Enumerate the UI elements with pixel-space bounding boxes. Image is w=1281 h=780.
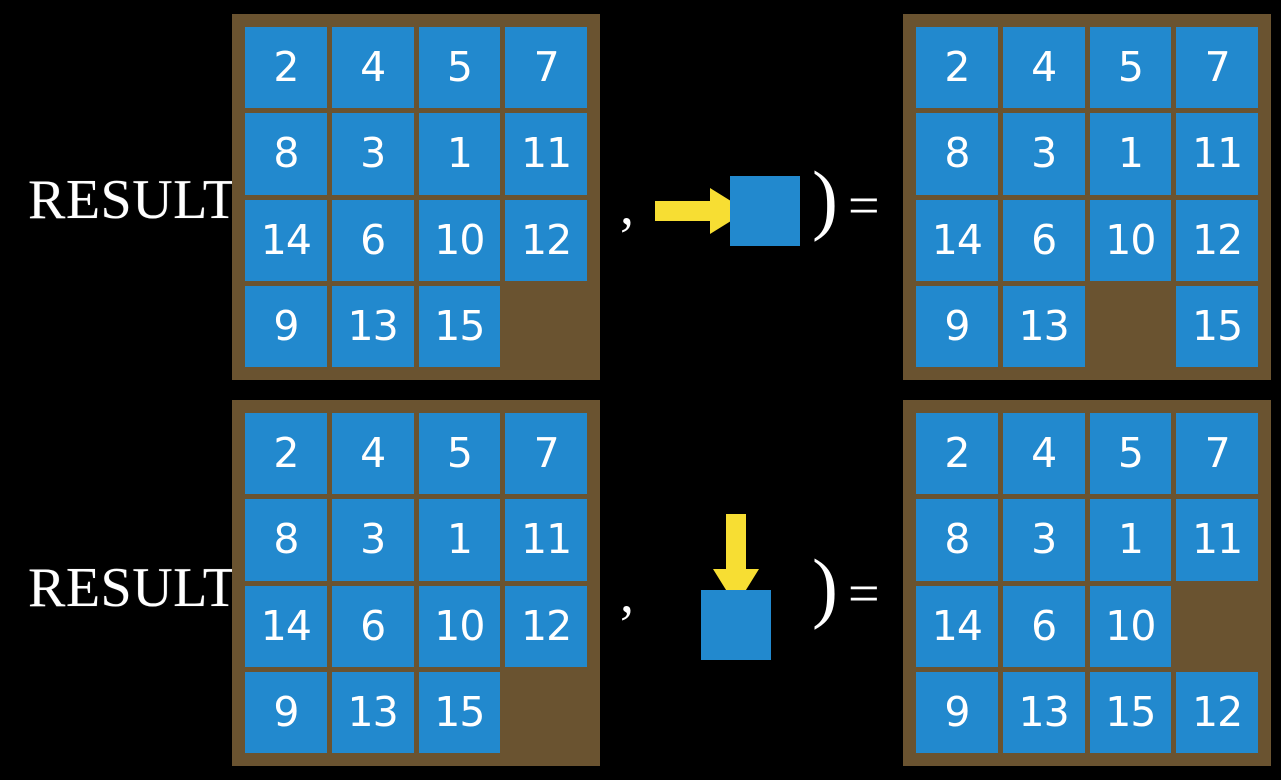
puzzle-tile[interactable]: 3 — [1002, 499, 1085, 581]
puzzle-tile[interactable]: 7 — [505, 413, 587, 495]
puzzle-tile[interactable]: 2 — [916, 27, 998, 109]
puzzle-tile[interactable]: 14 — [245, 199, 327, 281]
puzzle-tile[interactable]: 11 — [505, 499, 587, 581]
puzzle-tile[interactable]: 12 — [505, 199, 587, 281]
puzzle-tile[interactable]: 2 — [245, 413, 327, 495]
puzzle-tile[interactable]: 14 — [245, 585, 327, 667]
puzzle-tile[interactable]: 1 — [418, 113, 501, 195]
close-paren-row-2: ) — [812, 543, 838, 630]
puzzle-tile[interactable]: 1 — [1089, 499, 1172, 581]
puzzle-tile[interactable]: 3 — [331, 113, 414, 195]
puzzle-empty-slot — [1176, 586, 1258, 667]
result-label-row-2: RESULT( — [28, 557, 257, 619]
puzzle-tile[interactable]: 13 — [1002, 285, 1085, 367]
puzzle-tile[interactable]: 9 — [916, 671, 998, 753]
puzzle-tile[interactable]: 2 — [245, 27, 327, 109]
puzzle-tile[interactable]: 12 — [1176, 199, 1258, 281]
puzzle-tile[interactable]: 6 — [331, 585, 414, 667]
arrow-down-icon — [713, 514, 759, 606]
puzzle-tile[interactable]: 15 — [418, 285, 501, 367]
puzzle-tile[interactable]: 3 — [331, 499, 414, 581]
puzzle-tile[interactable]: 5 — [418, 27, 501, 109]
puzzle-tile[interactable]: 10 — [1089, 199, 1172, 281]
puzzle-tile[interactable]: 4 — [1002, 27, 1085, 109]
equals-sign-row-1: = — [848, 175, 880, 237]
puzzle-tile[interactable]: 15 — [418, 671, 501, 753]
arrow-right-icon — [655, 188, 747, 234]
puzzle-tile[interactable]: 13 — [1002, 671, 1085, 753]
equals-sign-row-2: = — [848, 563, 880, 625]
puzzle-tile[interactable]: 14 — [916, 199, 998, 281]
puzzle-tile[interactable]: 5 — [1089, 27, 1172, 109]
puzzle-tile[interactable]: 12 — [505, 585, 587, 667]
puzzle-tile[interactable]: 15 — [1089, 671, 1172, 753]
puzzle-tile[interactable]: 2 — [916, 413, 998, 495]
puzzle-tile[interactable]: 1 — [1089, 113, 1172, 195]
puzzle-tile[interactable]: 4 — [331, 413, 414, 495]
result-label-row-1: RESULT( — [28, 169, 257, 231]
puzzle-tile[interactable]: 15 — [1176, 285, 1258, 367]
puzzle-tile[interactable]: 8 — [916, 499, 998, 581]
puzzle-tile[interactable]: 7 — [1176, 413, 1258, 495]
puzzle-empty-slot — [505, 672, 587, 753]
puzzle-tile[interactable]: 10 — [418, 199, 501, 281]
puzzle-empty-slot — [505, 286, 587, 367]
puzzle-tile[interactable]: 11 — [1176, 499, 1258, 581]
argument-separator-row-1: , — [620, 175, 634, 237]
puzzle-tile[interactable]: 9 — [245, 285, 327, 367]
puzzle-tile[interactable]: 11 — [505, 113, 587, 195]
puzzle-tile[interactable]: 13 — [331, 285, 414, 367]
moving-tile-row-1[interactable] — [730, 176, 800, 246]
puzzle-tile[interactable]: 11 — [1176, 113, 1258, 195]
puzzle-tile[interactable]: 6 — [331, 199, 414, 281]
puzzle-tile[interactable]: 8 — [245, 113, 327, 195]
puzzle-tile[interactable]: 13 — [331, 671, 414, 753]
puzzle-tile[interactable]: 12 — [1176, 671, 1258, 753]
puzzle-tile[interactable]: 1 — [418, 499, 501, 581]
moving-tile-row-2[interactable] — [701, 590, 771, 660]
puzzle-tile[interactable]: 4 — [1002, 413, 1085, 495]
puzzle-tile[interactable]: 7 — [1176, 27, 1258, 109]
puzzle-tile[interactable]: 4 — [331, 27, 414, 109]
puzzle-tile[interactable]: 8 — [245, 499, 327, 581]
puzzle-tile[interactable]: 6 — [1002, 199, 1085, 281]
close-paren-row-1: ) — [812, 155, 838, 242]
puzzle-tile[interactable]: 3 — [1002, 113, 1085, 195]
puzzle-tile[interactable]: 8 — [916, 113, 998, 195]
puzzle-tile[interactable]: 6 — [1002, 585, 1085, 667]
puzzle-empty-slot — [1090, 286, 1172, 367]
puzzle-tile[interactable]: 5 — [418, 413, 501, 495]
puzzle-tile[interactable]: 5 — [1089, 413, 1172, 495]
argument-separator-row-2: , — [620, 563, 634, 625]
puzzle-tile[interactable]: 14 — [916, 585, 998, 667]
puzzle-tile[interactable]: 9 — [245, 671, 327, 753]
puzzle-tile[interactable]: 9 — [916, 285, 998, 367]
puzzle-tile[interactable]: 7 — [505, 27, 587, 109]
puzzle-tile[interactable]: 10 — [418, 585, 501, 667]
puzzle-tile[interactable]: 10 — [1089, 585, 1172, 667]
